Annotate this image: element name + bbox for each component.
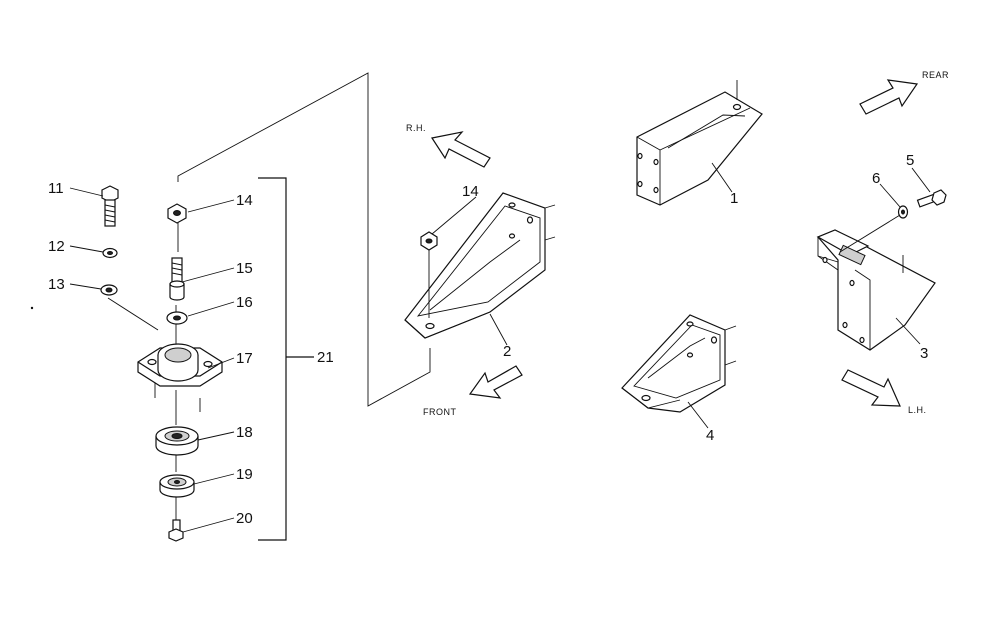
- assembly-leader-lines: [107, 72, 431, 520]
- callout-5: 5: [906, 152, 914, 169]
- callout-3: 3: [920, 345, 928, 362]
- assembly-bracket-21: [258, 177, 314, 541]
- callout-12: 12: [48, 238, 65, 255]
- callout-17: 17: [236, 350, 253, 367]
- washer-6: [839, 205, 909, 253]
- callout-15: 15: [236, 260, 253, 277]
- bolt-5: [916, 189, 947, 208]
- bolt-11: [101, 185, 119, 227]
- callout-13: 13: [48, 276, 65, 293]
- direction-arrow-rear: [859, 79, 919, 115]
- callout-14-left: 14: [236, 192, 253, 209]
- callout-14-center: 14: [462, 183, 479, 200]
- label-rear: REAR: [922, 70, 949, 80]
- direction-arrow-lh: [841, 369, 901, 407]
- washer-16: [166, 311, 188, 325]
- callout-2: 2: [503, 343, 511, 360]
- rubber-cushion-19: [159, 474, 195, 498]
- stud-15: [169, 257, 185, 301]
- stray-dot: [30, 306, 34, 310]
- bracket-1: [636, 80, 763, 206]
- bracket-4: [621, 314, 737, 413]
- callout-21: 21: [317, 349, 334, 366]
- washer-13: [100, 284, 118, 296]
- nut-14-left: [167, 203, 187, 224]
- rubber-cushion-18: [155, 426, 199, 456]
- label-rh: R.H.: [406, 123, 426, 133]
- bracket-3: [816, 229, 936, 351]
- label-front: FRONT: [423, 407, 457, 417]
- callout-20: 20: [236, 510, 253, 527]
- callout-19: 19: [236, 466, 253, 483]
- lock-washer-12: [102, 247, 118, 259]
- label-lh: L.H.: [908, 405, 927, 415]
- bolt-20: [168, 519, 184, 542]
- bracket-2: [404, 192, 556, 339]
- callout-4: 4: [706, 427, 714, 444]
- mount-flange-17: [137, 343, 223, 387]
- callout-18: 18: [236, 424, 253, 441]
- callout-11: 11: [48, 180, 64, 197]
- callout-16: 16: [236, 294, 253, 311]
- callout-1: 1: [730, 190, 738, 207]
- callout-6: 6: [872, 170, 880, 187]
- direction-arrow-front: [468, 365, 523, 399]
- nut-14-center: [420, 231, 438, 318]
- callout-leaders: [69, 162, 931, 533]
- direction-arrow-rh: [431, 131, 491, 168]
